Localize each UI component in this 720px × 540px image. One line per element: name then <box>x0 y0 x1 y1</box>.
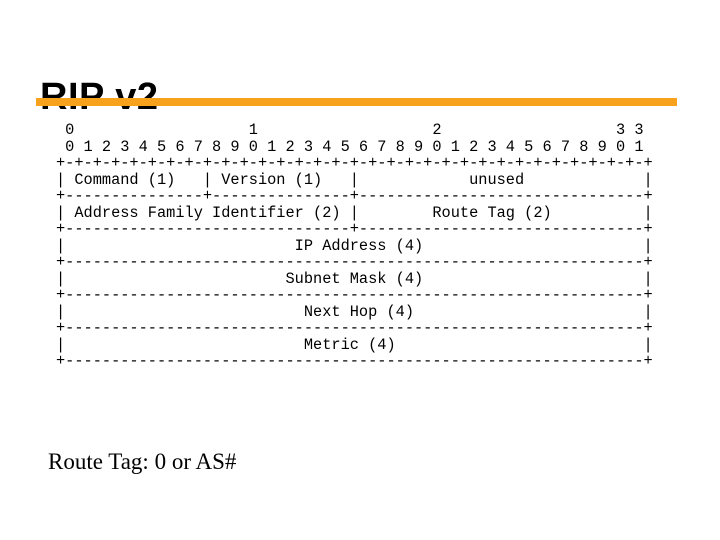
title-accent-rule <box>36 98 677 106</box>
ascii-packet-diagram: 0 1 2 3 3 0 1 2 3 4 5 6 7 8 9 0 1 2 3 4 … <box>56 122 653 366</box>
slide-title: RIP v2 <box>40 78 158 116</box>
packet-format-diagram: 0 1 2 3 3 0 1 2 3 4 5 6 7 8 9 0 1 2 3 4 … <box>56 122 676 366</box>
route-tag-caption: Route Tag: 0 or AS# <box>48 449 237 474</box>
